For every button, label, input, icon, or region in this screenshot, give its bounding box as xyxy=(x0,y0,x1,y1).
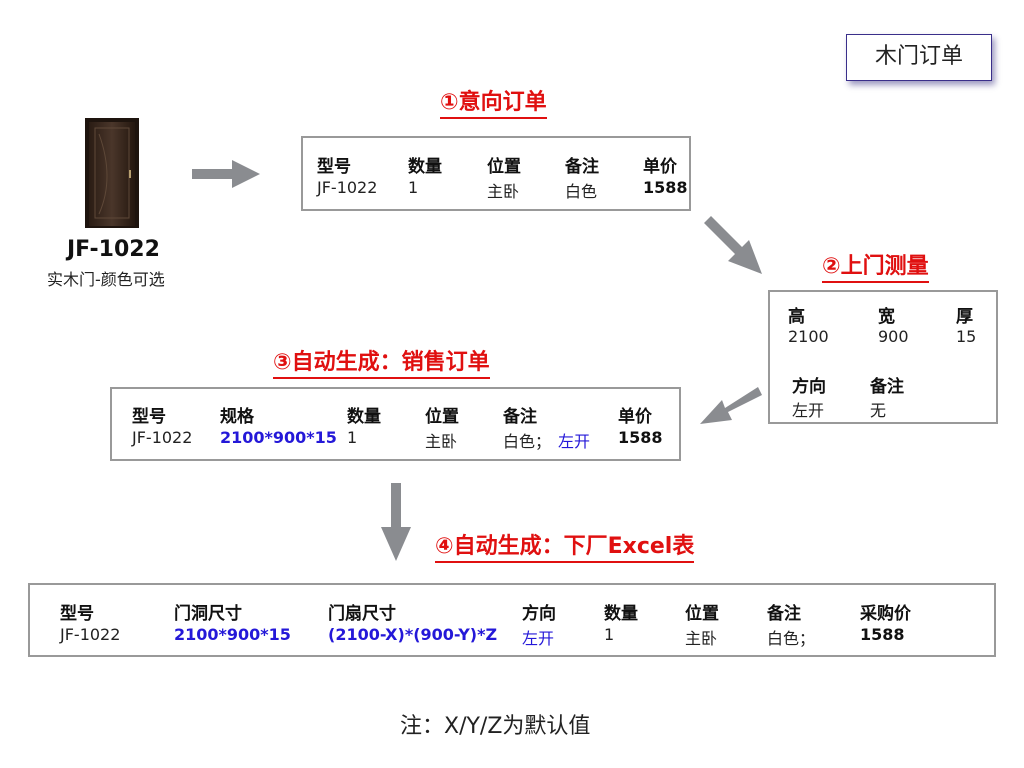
step4-header-opening-size: 门洞尺寸 xyxy=(174,604,242,624)
step2-title: ②上门测量 xyxy=(822,248,929,283)
step3-value-qty: 1 xyxy=(347,428,358,447)
step1-header-location: 位置 xyxy=(487,157,521,177)
step1-title: ①意向订单 xyxy=(440,84,547,119)
step3-header-model: 型号 xyxy=(132,407,166,427)
step1-value-remark: 白色 xyxy=(565,182,598,201)
step3-value-spec: 2100*900*15 xyxy=(220,428,337,447)
step3-value-location: 主卧 xyxy=(425,432,458,451)
step3-header-spec: 规格 xyxy=(220,407,254,427)
step4-title: ④自动生成：下厂Excel表 xyxy=(435,528,695,563)
title-badge: 木门订单 xyxy=(846,34,992,81)
step2-value-direction: 左开 xyxy=(792,401,825,420)
step4-value-direction: 左开 xyxy=(522,629,555,648)
step4-table: 型号 门洞尺寸 门扇尺寸 方向 数量 位置 备注 采购价 JF-1022 210… xyxy=(28,583,996,657)
product-name: JF-1022 xyxy=(67,237,160,262)
product-subtitle: 实木门-颜色可选 xyxy=(47,270,165,289)
step1-value-price: 1588 xyxy=(643,178,688,197)
step1-value-location: 主卧 xyxy=(487,182,520,201)
arrow-right-icon xyxy=(192,160,260,188)
step3-header-price: 单价 xyxy=(618,407,652,427)
step4-value-location: 主卧 xyxy=(685,629,718,648)
step4-header-direction: 方向 xyxy=(522,604,556,624)
step4-value-qty: 1 xyxy=(604,625,615,644)
step4-header-remark: 备注 xyxy=(767,604,801,624)
arrow-down-left-icon xyxy=(700,387,762,424)
step1-header-price: 单价 xyxy=(643,157,677,177)
footnote: 注：X/Y/Z为默认值 xyxy=(400,714,591,739)
step2-header-remark: 备注 xyxy=(870,377,904,397)
arrow-down-icon xyxy=(381,483,411,561)
step1-header-remark: 备注 xyxy=(565,157,599,177)
step4-value-opening-size: 2100*900*15 xyxy=(174,625,291,644)
step2-value-thickness: 15 xyxy=(956,327,977,346)
step2-value-height: 2100 xyxy=(788,327,829,346)
step2-value-width: 900 xyxy=(878,327,909,346)
step3-value-direction: 左开 xyxy=(558,432,591,451)
step4-header-qty: 数量 xyxy=(604,604,638,624)
step2-table: 高 宽 厚 2100 900 15 方向 备注 左开 无 xyxy=(768,290,998,424)
step4-value-purchase-price: 1588 xyxy=(860,625,905,644)
step1-value-qty: 1 xyxy=(408,178,419,197)
step4-header-location: 位置 xyxy=(685,604,719,624)
step4-header-leaf-size: 门扇尺寸 xyxy=(328,604,396,624)
step3-value-remark: 白色； xyxy=(503,432,552,451)
step3-title: ③自动生成：销售订单 xyxy=(273,344,490,379)
step3-header-qty: 数量 xyxy=(347,407,381,427)
arrow-down-right-icon xyxy=(704,216,762,274)
step1-table: 型号 数量 位置 备注 单价 JF-1022 1 主卧 白色 1588 xyxy=(301,136,691,211)
step2-header-height: 高 xyxy=(788,307,805,327)
door-image xyxy=(85,118,139,228)
step2-header-direction: 方向 xyxy=(792,377,826,397)
step1-header-model: 型号 xyxy=(317,157,351,177)
step2-header-thickness: 厚 xyxy=(956,307,973,327)
step3-header-location: 位置 xyxy=(425,407,459,427)
step4-value-remark: 白色； xyxy=(767,629,816,648)
step3-header-remark: 备注 xyxy=(503,407,537,427)
step2-header-width: 宽 xyxy=(878,307,895,327)
step4-value-leaf-size: (2100-X)*(900-Y)*Z xyxy=(328,625,498,644)
step4-value-model: JF-1022 xyxy=(60,625,121,644)
step3-value-model: JF-1022 xyxy=(132,428,193,447)
step1-value-model: JF-1022 xyxy=(317,178,378,197)
step4-header-model: 型号 xyxy=(60,604,94,624)
step2-value-remark: 无 xyxy=(870,401,887,420)
step3-table: 型号 规格 数量 位置 备注 单价 JF-1022 2100*900*15 1 … xyxy=(110,387,681,461)
step3-value-price: 1588 xyxy=(618,428,663,447)
step4-header-purchase-price: 采购价 xyxy=(860,604,911,624)
step1-header-qty: 数量 xyxy=(408,157,442,177)
